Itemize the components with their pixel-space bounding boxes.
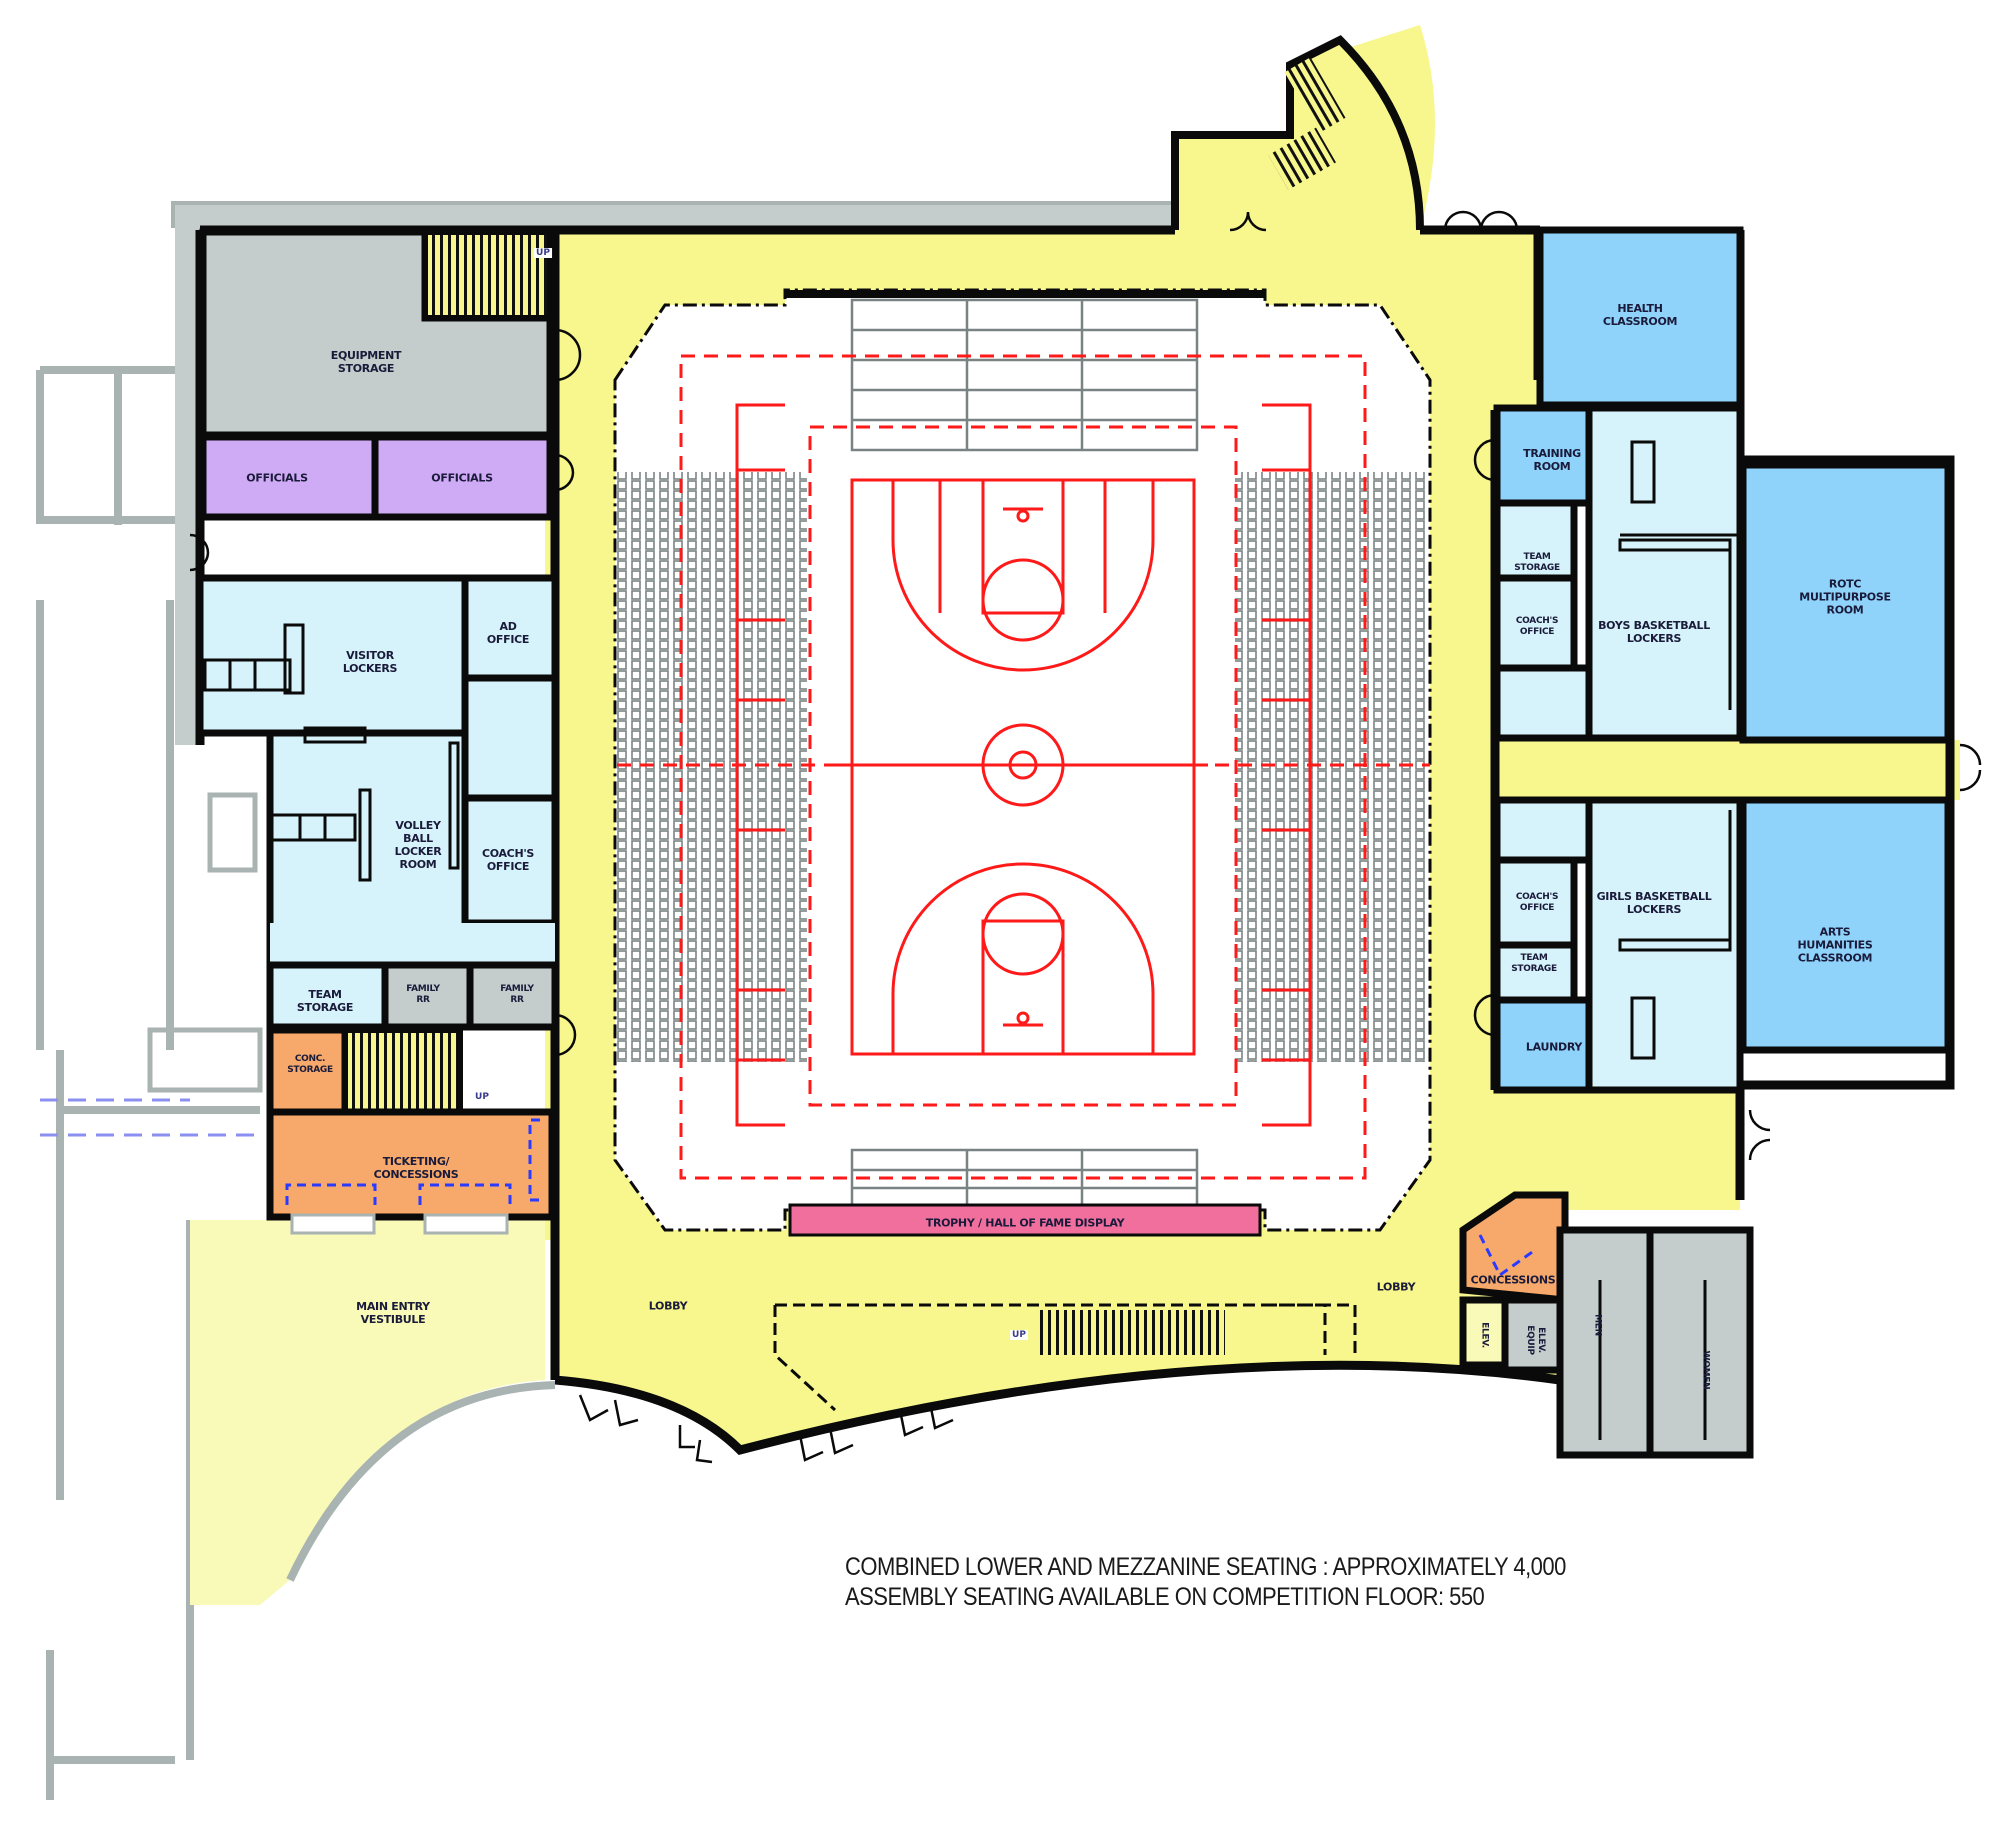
ad-office-room [461,574,559,682]
women-restroom [1646,1226,1754,1459]
label-team-storage-boys: TEAM STORAGE [1514,552,1560,573]
label-family-rr-2: FAMILY RR [500,984,534,1005]
label-health-classroom: HEALTH CLASSROOM [1602,302,1678,328]
label-officials-2: OFFICIALS [431,471,493,485]
label-women: WOMEN [1700,1350,1711,1390]
toilet-room-left [461,674,559,802]
locker-fixtures-right [1598,440,1740,1440]
label-concessions-right: CONCESSIONS [1470,1273,1556,1287]
arts-humanities-classroom-room [1739,796,1952,1054]
girls-basketball-lockers-room [1585,796,1744,1094]
label-laundry: LAUNDRY [1525,1040,1583,1054]
label-training-room: TRAINING ROOM [1523,447,1581,473]
boys-toilet-room [1493,664,1593,742]
label-visitor-lockers: VISITOR LOCKERS [342,649,398,675]
curved-entry-doors [578,1394,954,1464]
label-arts-humanities-classroom: ARTS HUMANITIES CLASSROOM [1797,925,1873,965]
label-ticketing-concessions: TICKETING/ CONCESSIONS [373,1155,459,1181]
doors [189,210,1982,1161]
label-team-storage-left: TEAM STORAGE [296,988,354,1014]
ticketing-concessions-room [266,1108,556,1221]
existing-curved-wall [286,1381,556,1582]
counter-dashes [285,1118,545,1205]
boys-basketball-lockers-room [1585,404,1744,742]
men-restroom [1556,1226,1654,1459]
stair-top-left [422,229,553,321]
stair-up-marker-top: UP [534,248,552,258]
label-volleyball-locker-room: VOLLEY BALL LOCKER ROOM [394,819,442,871]
officials-room-2 [371,433,554,521]
label-men: MEN [1592,1314,1603,1336]
locker-fixtures-left [203,623,460,882]
right-rooms [1459,226,1952,1459]
stair-concessions [342,1027,463,1115]
stair-up-marker-lobby: UP [1010,1330,1028,1340]
visitor-lockers-room [196,574,469,737]
girls-toilet-room [1493,796,1593,864]
bleachers-east [1235,472,1428,1062]
label-team-storage-girls: TEAM STORAGE [1511,953,1557,974]
label-main-entry-vestibule: MAIN ENTRY VESTIBULE [356,1300,430,1326]
vestibule-floor [190,1220,545,1605]
label-rotc-multipurpose-room: ROTC MULTIPURPOSE ROOM [1799,577,1891,617]
bleachers-west [617,472,807,1062]
label-elevator: ELEV. [1479,1322,1490,1348]
label-coachs-office-boys: COACH'S OFFICE [1515,616,1559,637]
label-ad-office: AD OFFICE [486,620,530,646]
label-girls-basketball-lockers: GIRLS BASKETBALL LOCKERS [1596,890,1712,916]
label-coachs-office-girls: COACH'S OFFICE [1515,892,1559,913]
arena [613,288,1432,1232]
trophy-display [788,1203,1262,1237]
family-rr-2-room [466,961,559,1031]
label-trophy-display: TROPHY / HALL OF FAME DISPLAY [925,1216,1125,1230]
label-boys-basketball-lockers: BOYS BASKETBALL LOCKERS [1598,619,1710,645]
label-equipment-storage: EQUIPMENT STORAGE [330,349,402,375]
ticket-window-2 [423,1213,509,1235]
team-bench-markings [735,403,1312,1127]
label-conc-storage: CONC. STORAGE [287,1054,333,1075]
seating-note-line-1: COMBINED LOWER AND MEZZANINE SEATING : A… [845,1553,1566,1581]
stair-up-marker-concessions: UP [473,1092,491,1102]
label-family-rr-1: FAMILY RR [406,984,440,1005]
label-officials-1: OFFICIALS [246,471,308,485]
lobby-stair [773,1303,1357,1412]
left-rooms [196,228,559,1221]
basketball-court [838,478,1208,1056]
rotc-multipurpose-room [1739,461,1952,744]
health-classroom-room [1536,226,1744,409]
seating-note-line-2: ASSEMBLY SEATING AVAILABLE ON COMPETITIO… [845,1583,1485,1611]
stair-tower [1171,35,1424,231]
label-elevator-equip: ELEV. EQUIP [1525,1325,1546,1355]
label-coachs-office-left: COACH'S OFFICE [481,847,535,873]
label-lobby-right: LOBBY [1376,1280,1416,1294]
team-storage-boys-room [1493,499,1578,582]
elevator-room [1459,1296,1509,1369]
label-lobby-left: LOBBY [648,1299,688,1313]
ticket-window-1 [290,1213,376,1235]
court-boundary-dashed [617,354,1430,1180]
